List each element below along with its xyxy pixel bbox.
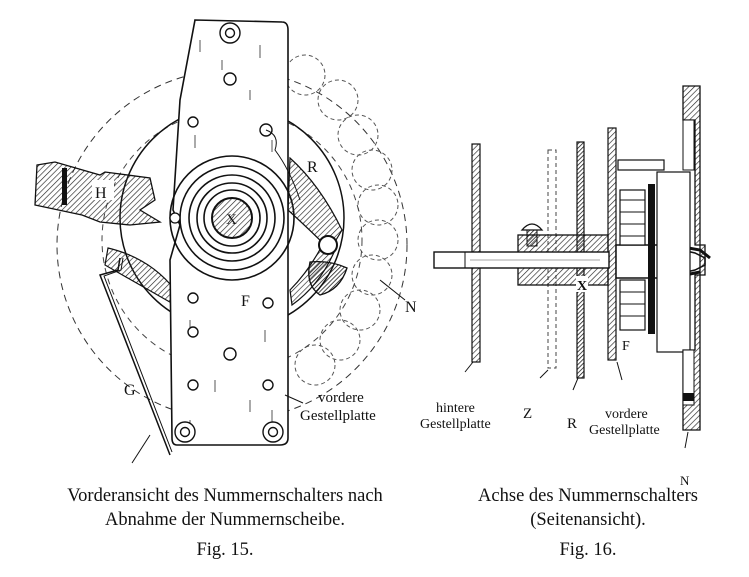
lever-h-band — [62, 168, 67, 205]
label-r: R — [307, 159, 318, 176]
black-disc — [648, 184, 655, 334]
label-f-side: F — [622, 339, 630, 354]
fig15-caption-line2: Abnahme der Nummernscheibe. — [105, 510, 345, 530]
label-z: Z — [523, 406, 532, 422]
pawl-r — [287, 156, 343, 251]
fig15-caption-line1: Vorderansicht des Nummernschalters nach — [67, 486, 383, 506]
leader-n — [379, 279, 406, 301]
axle-x — [211, 197, 253, 239]
label-x: X — [226, 212, 237, 228]
fig16-leaders — [464, 361, 689, 449]
label-n-side: N — [680, 473, 690, 488]
lower-pawl-arm — [104, 247, 176, 307]
dial-outline-dashed — [56, 69, 408, 421]
label-f: F — [241, 293, 250, 310]
label-g: G — [124, 382, 136, 399]
fig15-caption: Vorderansicht des Nummernschalters nach … — [30, 484, 420, 562]
label-front-plate-line1: vordere — [605, 407, 648, 422]
label-plate-line1: vordere — [318, 390, 364, 406]
fig16-caption-line1: Achse des Nummernschalters — [478, 486, 698, 506]
fig16-caption: Achse des Nummernschalters (Seitenansich… — [428, 484, 748, 562]
label-plate-line2: Gestellplatte — [300, 408, 376, 424]
label-x-side: X — [577, 279, 587, 294]
label-rear-plate-line2: Gestellplatte — [420, 417, 491, 432]
label-n: N — [405, 299, 417, 316]
dial-n-side — [682, 85, 706, 431]
plate-holes — [174, 22, 284, 443]
spring-wire-g — [99, 257, 171, 456]
label-r-side: R — [567, 416, 577, 432]
cam-f — [308, 260, 348, 296]
leader-g — [131, 434, 151, 464]
inner-dashed-circle — [101, 109, 363, 371]
screw — [520, 223, 544, 231]
front-plate-side — [607, 127, 617, 361]
label-h: H — [95, 185, 107, 202]
fig16-drawing: X F hintere Gestellplatte Z R vordere Ge… — [420, 85, 711, 488]
fig16-number: Fig. 16. — [559, 540, 617, 560]
label-front-plate-line2: Gestellplatte — [589, 423, 660, 438]
fig16-caption-line2: (Seitenansicht). — [530, 510, 646, 530]
label-rear-plate-line1: hintere — [436, 401, 475, 416]
fig15-drawing: H X R F N G vordere Gestellplatte — [34, 19, 417, 464]
fig15-number: Fig. 15. — [196, 540, 254, 560]
finger-holes-dashed — [284, 54, 399, 386]
